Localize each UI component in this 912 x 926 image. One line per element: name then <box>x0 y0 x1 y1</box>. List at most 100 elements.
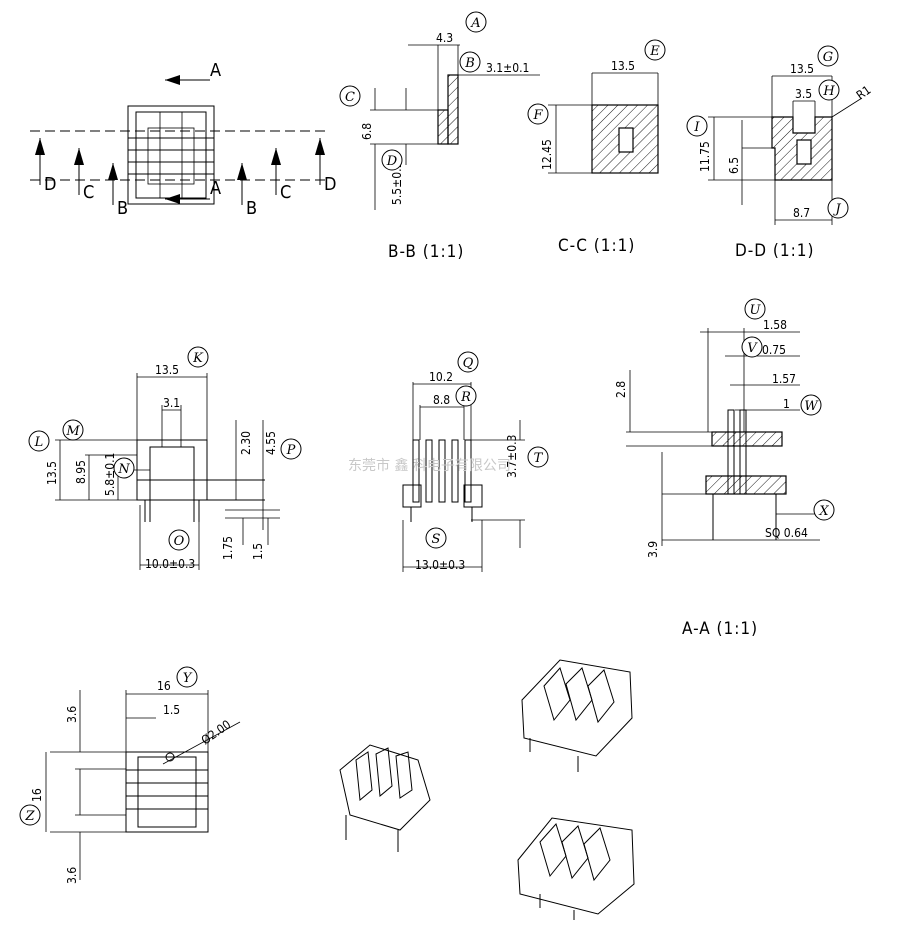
callout-label: D <box>386 154 398 169</box>
watermark: 东莞市 鑫 科电子有限公司 <box>348 457 511 474</box>
section-cc: 13.5 12.45 C-C (1:1) <box>540 59 659 256</box>
callout-p: P <box>280 438 302 460</box>
callout-d: D <box>381 149 403 171</box>
dim-aa-h: 2.8 <box>614 381 628 398</box>
callout-layer: A B C D E F G H I J K L M N O P Q R S T UV W X Y Z <box>19 11 849 826</box>
dim-side-q: 10.2 <box>429 370 453 384</box>
callout-q: Q <box>457 351 479 373</box>
section-dd: 13.5 3.5 R1 11.75 6.5 8.7 D-D (1:1) <box>698 62 873 261</box>
callout-r: R <box>455 385 477 407</box>
dim-dd-k: 8.7 <box>793 206 810 220</box>
callout-label: X <box>818 504 829 519</box>
dim-front-o: 10.0±0.3 <box>145 557 195 571</box>
callout-h: H <box>818 79 840 101</box>
callout-label: O <box>174 534 185 549</box>
callout-v: V <box>741 336 763 358</box>
dim-aa-v: 0.75 <box>762 343 786 357</box>
front-view: 13.5 3.1 13.5 8.95 5.8±0.1 2.30 4.55 10.… <box>45 363 280 571</box>
callout-label: T <box>534 451 544 466</box>
dim-front-k: 13.5 <box>155 363 179 377</box>
dim-front-o3: 1.5 <box>251 543 265 560</box>
dim-front-m: 8.95 <box>74 460 88 484</box>
callout-t: T <box>527 446 549 468</box>
dim-cc-f: 12.45 <box>540 139 554 170</box>
isometric-view-3 <box>517 817 635 920</box>
callout-s: S <box>425 527 447 549</box>
callout-u: U <box>744 298 766 320</box>
section-mark-d-left: D <box>44 174 56 195</box>
callout-m: M <box>62 419 84 441</box>
callout-label: K <box>192 351 204 366</box>
dim-top-top: 3.6 <box>65 706 79 723</box>
callout-l: L <box>28 430 50 452</box>
dim-top-y2: 1.5 <box>163 703 180 717</box>
dim-dd-r: R1 <box>854 83 874 103</box>
dim-dd-j: 6.5 <box>727 157 741 174</box>
callout-z: Z <box>19 804 41 826</box>
dim-front-n: 5.8±0.1 <box>103 453 117 496</box>
dim-front-k2: 3.1 <box>163 396 180 410</box>
section-mark-d-right: D <box>324 174 336 195</box>
dim-dd-i: 11.75 <box>698 141 712 172</box>
isometric-view-1 <box>339 744 431 852</box>
callout-k: K <box>187 346 209 368</box>
callout-c: C <box>339 85 361 107</box>
callout-label: L <box>34 435 44 450</box>
dim-top-bottom: 3.6 <box>65 867 79 884</box>
callout-label: Q <box>463 356 474 371</box>
dim-front-p2: 4.55 <box>264 431 278 455</box>
dim-bb-d: 5.5±0.1 <box>390 162 404 205</box>
callout-label: Y <box>183 671 193 686</box>
callout-label: P <box>286 443 296 458</box>
dim-aa-w: 1 <box>783 397 790 411</box>
dim-aa-h2: 3.9 <box>646 541 660 558</box>
callout-y: Y <box>176 666 198 688</box>
callout-label: R <box>460 390 471 405</box>
callout-label: J <box>832 202 841 217</box>
callout-b: B <box>459 51 481 73</box>
callout-label: A <box>470 16 480 31</box>
section-mark-c-right: C <box>280 182 291 203</box>
callout-label: H <box>822 84 835 99</box>
callout-label: N <box>117 462 130 477</box>
title-cc: C-C (1:1) <box>558 236 635 256</box>
title-dd: D-D (1:1) <box>735 241 814 261</box>
dim-side-t: 3.7±0.3 <box>505 435 519 478</box>
section-aa: 1.58 0.75 1.57 1 2.8 3.9 SQ 0.64 A-A (1:… <box>614 318 820 639</box>
dim-aa-x: SQ 0.64 <box>765 526 808 540</box>
dim-aa-w1: 1.57 <box>772 372 796 386</box>
plan-view: A A D C B B C D <box>30 60 336 219</box>
dim-front-l: 13.5 <box>45 461 59 485</box>
callout-label: Z <box>24 809 35 824</box>
callout-label: E <box>649 44 660 59</box>
callout-label: G <box>823 50 833 65</box>
callout-g: G <box>817 45 839 67</box>
dim-front-p1: 2.30 <box>239 431 253 455</box>
section-mark-b-right: B <box>246 198 257 219</box>
dim-dd-h: 3.5 <box>795 87 812 101</box>
title-bb: B-B (1:1) <box>388 242 464 262</box>
side-view: 10.2 8.8 3.7±0.3 13.0±0.3 <box>402 370 525 572</box>
section-mark-a-bottom: A <box>210 178 221 199</box>
callout-f: F <box>527 103 549 125</box>
dim-front-o2: 1.75 <box>221 536 235 560</box>
section-mark-c-left: C <box>83 182 94 203</box>
callout-label: S <box>432 532 441 547</box>
callout-x: X <box>813 499 835 521</box>
callout-w: W <box>800 394 822 416</box>
callout-label: W <box>804 399 819 414</box>
dim-side-s: 13.0±0.3 <box>415 558 465 572</box>
section-bb: 4.3 3.1±0.1 6.8 5.5±0.1 B-B (1:1) <box>360 31 540 262</box>
section-mark-a-top: A <box>210 60 221 81</box>
dim-bb-b: 3.1±0.1 <box>486 61 529 75</box>
callout-j: J <box>827 197 849 219</box>
callout-label: I <box>693 120 700 135</box>
callout-e: E <box>644 39 666 61</box>
dim-bb-a: 4.3 <box>436 31 453 45</box>
dim-cc-e: 13.5 <box>611 59 635 73</box>
isometric-view-2 <box>521 659 633 772</box>
section-mark-b-left: B <box>117 198 128 219</box>
dim-top-dia: Ø2.00 <box>199 717 234 747</box>
callout-label: M <box>65 424 80 439</box>
